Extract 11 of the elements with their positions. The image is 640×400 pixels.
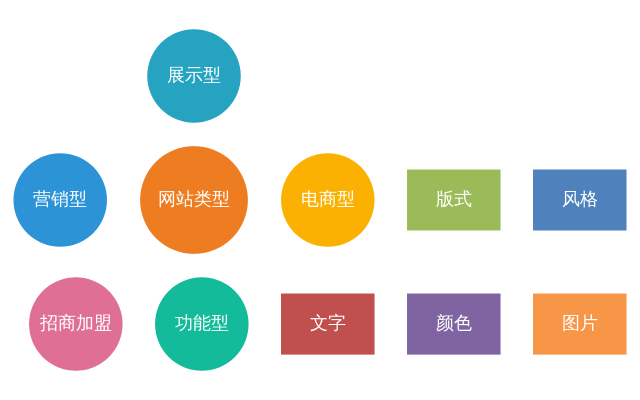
node-circle: 招商加盟 <box>29 277 123 371</box>
node-box: 颜色 <box>407 294 501 355</box>
node-circle: 功能型 <box>155 277 249 371</box>
node-circle: 网站类型 <box>140 146 248 254</box>
node-box: 风格 <box>533 169 627 231</box>
node-circle: 营销型 <box>13 153 107 247</box>
node-box: 版式 <box>407 169 501 231</box>
node-box: 图片 <box>533 294 627 355</box>
node-circle: 展示型 <box>147 29 241 123</box>
node-box: 文字 <box>281 294 375 355</box>
node-circle: 电商型 <box>281 153 375 247</box>
